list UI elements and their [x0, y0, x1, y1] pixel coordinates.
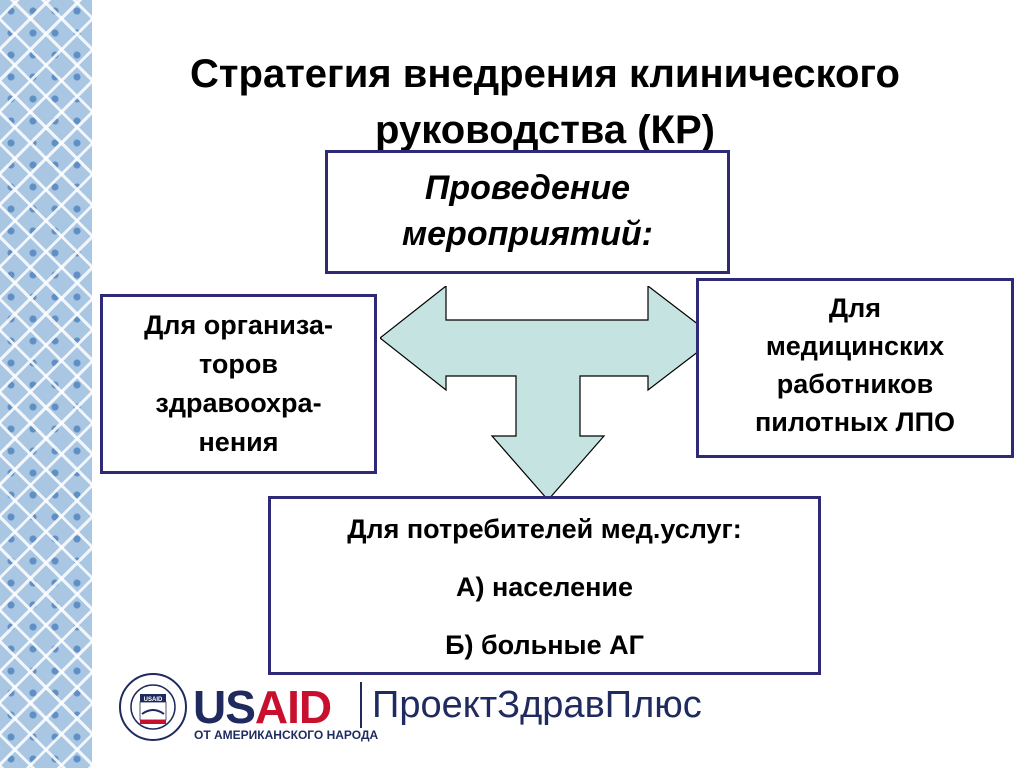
seal-label: USAID [144, 697, 163, 703]
usaid-tagline: ОТ АМЕРИКАНСКОГО НАРОДА [194, 728, 379, 742]
medical-workers-line-2: медицинских [765, 331, 945, 361]
medical-workers-line-4: пилотных ЛПО [755, 407, 955, 437]
project-name: ПроектЗдравПлюс [360, 682, 702, 728]
consumers-box: Для потребителей мед.услуг: А) население… [268, 496, 821, 675]
consumers-item-patients: Б) больные АГ [445, 630, 644, 660]
arrow-shape [380, 286, 716, 500]
usaid-wordmark: USAID [193, 681, 332, 733]
slide-title: Стратегия внедрения клинического руковод… [120, 46, 970, 158]
organizers-line-2: торов [199, 349, 278, 379]
consumers-heading: Для потребителей мед.услуг: [347, 514, 742, 544]
medical-workers-line-3: работников [776, 369, 934, 399]
organizers-line-3: здравоохра- [155, 388, 322, 418]
organizers-line-1: Для организа- [144, 310, 333, 340]
organizers-box: Для организа- торов здравоохра- нения [100, 294, 377, 474]
medical-workers-line-1: Для [828, 293, 882, 323]
consumers-item-population: А) население [455, 572, 634, 602]
organizers-line-4: нения [198, 427, 279, 457]
title-line-1: Стратегия внедрения клинического [190, 52, 900, 96]
usaid-seal-icon: USAID [119, 673, 187, 741]
activities-box: Проведение мероприятий: [325, 150, 730, 274]
decorative-side-pattern [0, 0, 92, 768]
title-line-2: руководства (КР) [375, 108, 715, 152]
activities-line-1: Проведение [424, 169, 631, 207]
activities-line-2: мероприятий: [401, 215, 653, 253]
three-way-arrow-icon [380, 286, 716, 500]
medical-workers-box: Для медицинских работников пилотных ЛПО [696, 278, 1014, 458]
